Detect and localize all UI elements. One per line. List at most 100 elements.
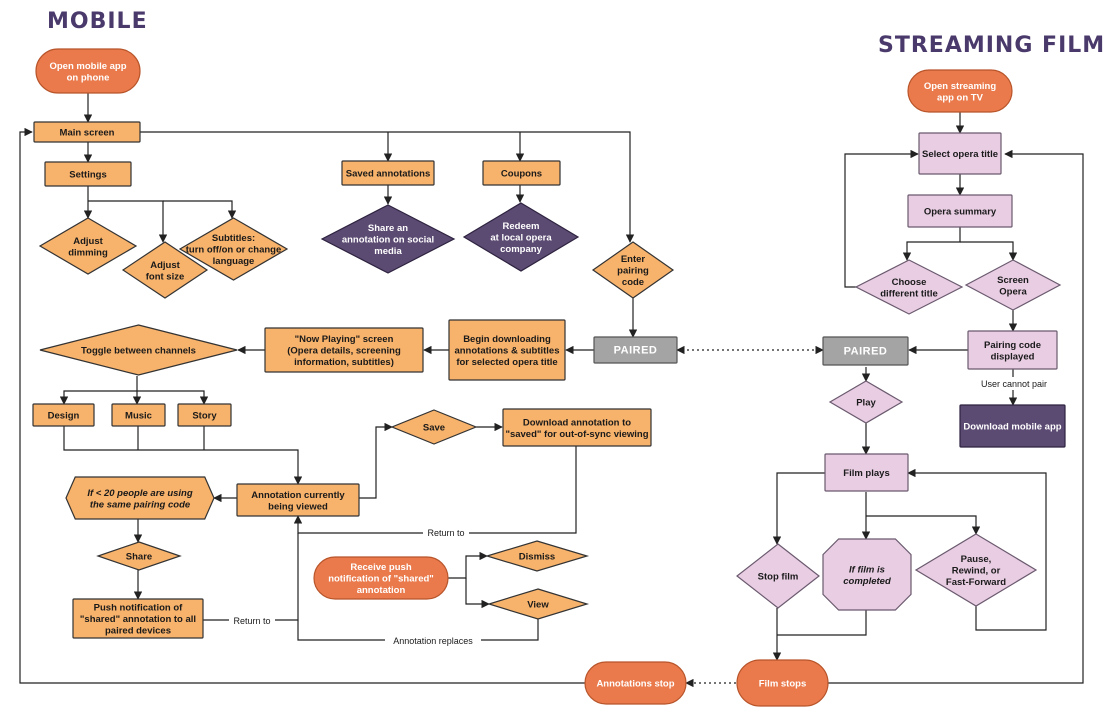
node-design: Design [32,403,95,427]
node-paired-mobile: PAIRED [593,336,678,364]
node-coupons: Coupons [482,160,561,186]
node-label: Open mobile app [49,61,126,72]
node-shape [44,161,132,187]
node-shape [390,409,478,445]
node-label: code [622,277,644,288]
node-label: Save [423,423,445,434]
node-shape [313,556,449,600]
node-label: Annotations stop [596,679,674,690]
node-download-saved: Download annotation to"saved" for out-of… [502,408,652,447]
node-label: app on TV [937,92,984,103]
node-label: displayed [991,351,1035,362]
node-shape [591,241,675,299]
node-label: Pairing code [984,340,1041,351]
node-shape [177,403,232,427]
node-label: Enter [621,254,646,265]
node-label: different title [880,288,938,299]
node-download-mobile: Download mobile app [959,404,1066,448]
node-label: turn off/on or change [186,245,282,256]
node-label: being viewed [268,501,328,512]
node-label: Share an [368,223,408,234]
node-shape [39,324,238,376]
node-label: "Now Playing" screen [295,334,394,345]
node-shape [964,259,1062,311]
node-push-notification: Push notification of"shared" annotation … [72,598,204,639]
node-settings: Settings [44,161,132,187]
node-shape [121,241,209,299]
node-shape [448,319,566,381]
node-shape [264,327,424,373]
node-dismiss: Dismiss [484,540,590,572]
node-shape [822,538,912,611]
node-label: completed [843,576,891,587]
node-shape [502,408,652,447]
node-toggle-channels: Toggle between channels [39,324,238,376]
node-label: Fast-Forward [946,577,1006,588]
node-shape [736,543,820,609]
node-label: Rewind, or [952,566,1001,577]
node-label: Open streaming [924,81,997,92]
node-shape [486,588,590,620]
node-shape [822,336,909,366]
node-shape [320,204,456,274]
node-label: Push notification of [94,603,183,614]
node-shape [907,194,1013,228]
node-label: annotations & subtitles [454,346,559,357]
node-label: Download mobile app [963,422,1061,433]
node-label: pairing [617,266,649,277]
node-label: Begin downloading [463,334,551,345]
node-label: Play [856,398,876,409]
node-label: Saved annotations [346,169,430,180]
node-shape [959,404,1066,448]
node-label: Pause, [961,554,992,565]
node-opera-summary: Opera summary [907,194,1013,228]
node-label: the same pairing code [90,499,191,510]
node-shape [828,380,904,424]
node-select-opera: Select opera title [918,132,1002,175]
node-label: Film plays [843,468,889,479]
node-shape [967,330,1058,370]
node-film-stops: Film stops [736,659,829,707]
node-shape [907,69,1013,113]
node-shape [736,659,829,707]
node-shape [584,661,687,705]
node-label: "saved" for out-of-sync viewing [505,429,648,440]
node-save: Save [390,409,478,445]
node-label: Select opera title [922,149,998,160]
node-shape [918,132,1002,175]
edge-label-return-to-share: Return to [233,616,270,626]
node-label: If film is [849,564,885,575]
node-label: media [374,246,402,257]
node-label: Download annotation to [523,417,631,428]
node-story: Story [177,403,232,427]
node-shape [178,217,289,281]
node-label: Toggle between channels [81,346,196,357]
node-label: paired devices [105,626,171,637]
node-label: Settings [69,170,106,181]
node-shape [824,453,909,492]
mobile-section-title: MOBILE [47,9,148,34]
node-label: "shared" annotation to all [80,614,196,625]
node-shape [111,403,166,427]
node-label: Coupons [501,169,542,180]
node-share: Share [96,541,182,571]
node-label: information, subtitles) [294,357,394,368]
streaming-section-title: STREAMING FILM [878,33,1103,58]
node-label: Receive push [350,562,411,573]
node-shape [65,476,215,520]
node-shape [236,483,360,517]
node-play: Play [828,380,904,424]
node-label: Story [192,411,217,422]
node-label: Share [126,552,152,563]
node-label: dimming [68,247,108,258]
node-shape [72,598,204,639]
